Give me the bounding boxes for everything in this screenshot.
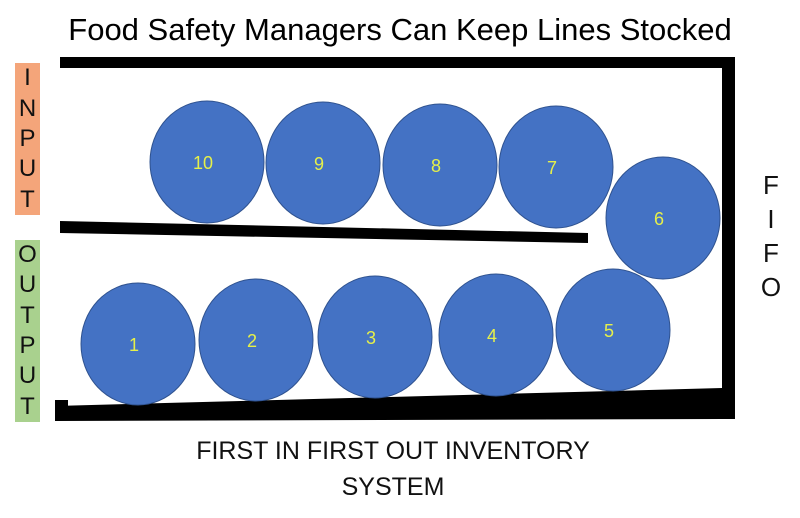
label-letter: T bbox=[20, 392, 35, 420]
item-number: 7 bbox=[547, 158, 557, 178]
right-wall bbox=[722, 57, 735, 419]
label-letter: P bbox=[19, 332, 36, 360]
item-circle-4 bbox=[438, 273, 554, 397]
item-number: 1 bbox=[129, 335, 139, 355]
item-circle-5 bbox=[555, 268, 671, 392]
item-circle-1 bbox=[80, 282, 196, 406]
caption-line-2: SYSTEM bbox=[341, 473, 445, 501]
item-number: 6 bbox=[654, 209, 664, 229]
item-circle-6 bbox=[605, 156, 721, 280]
label-letter: T bbox=[20, 185, 35, 213]
item-circle-2 bbox=[198, 278, 314, 402]
item-circle-7 bbox=[498, 105, 614, 229]
label-letter: O bbox=[760, 272, 782, 302]
item-number: 2 bbox=[247, 331, 257, 351]
item-circle-10 bbox=[149, 100, 265, 224]
bottom-stop bbox=[55, 400, 68, 410]
bottom-shelf bbox=[55, 388, 722, 421]
label-letter: U bbox=[18, 155, 37, 183]
item-number: 10 bbox=[193, 153, 213, 173]
label-letter: F bbox=[763, 170, 779, 200]
item-number: 3 bbox=[366, 328, 376, 348]
item-circle-8 bbox=[382, 103, 498, 227]
label-letter: T bbox=[20, 301, 35, 329]
label-letter: O bbox=[18, 241, 37, 269]
item-circle-3 bbox=[317, 275, 433, 399]
label-letter: U bbox=[18, 271, 37, 299]
caption-line-1: FIRST IN FIRST OUT INVENTORY bbox=[196, 437, 590, 465]
label-letter: N bbox=[18, 94, 37, 122]
label-letter: I bbox=[767, 204, 775, 234]
item-number: 8 bbox=[431, 156, 441, 176]
item-number: 5 bbox=[604, 321, 614, 341]
item-number: 4 bbox=[487, 326, 497, 346]
middle-shelf bbox=[60, 221, 588, 243]
label-letter: F bbox=[763, 238, 779, 268]
label-letter: P bbox=[19, 124, 36, 152]
label-letter: U bbox=[18, 362, 37, 390]
item-circle-9 bbox=[265, 101, 381, 225]
label-letter: I bbox=[24, 64, 31, 92]
item-number: 9 bbox=[314, 154, 324, 174]
top-rail bbox=[60, 57, 735, 68]
title: Food Safety Managers Can Keep Lines Stoc… bbox=[68, 12, 732, 47]
